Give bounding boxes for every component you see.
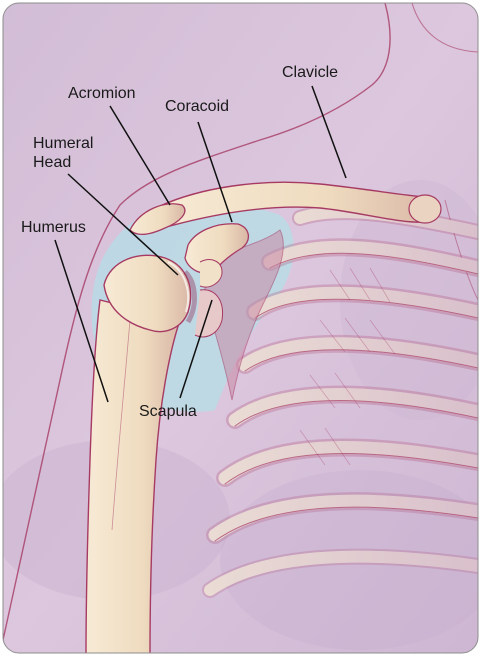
humerus-label: Humerus <box>21 218 86 237</box>
scapula-label: Scapula <box>139 402 197 421</box>
acromion-label: Acromion <box>68 84 136 103</box>
humeral-head-label: Humeral Head <box>33 134 93 172</box>
coracoid-label: Coracoid <box>165 97 229 116</box>
clavicle-label: Clavicle <box>282 63 338 82</box>
